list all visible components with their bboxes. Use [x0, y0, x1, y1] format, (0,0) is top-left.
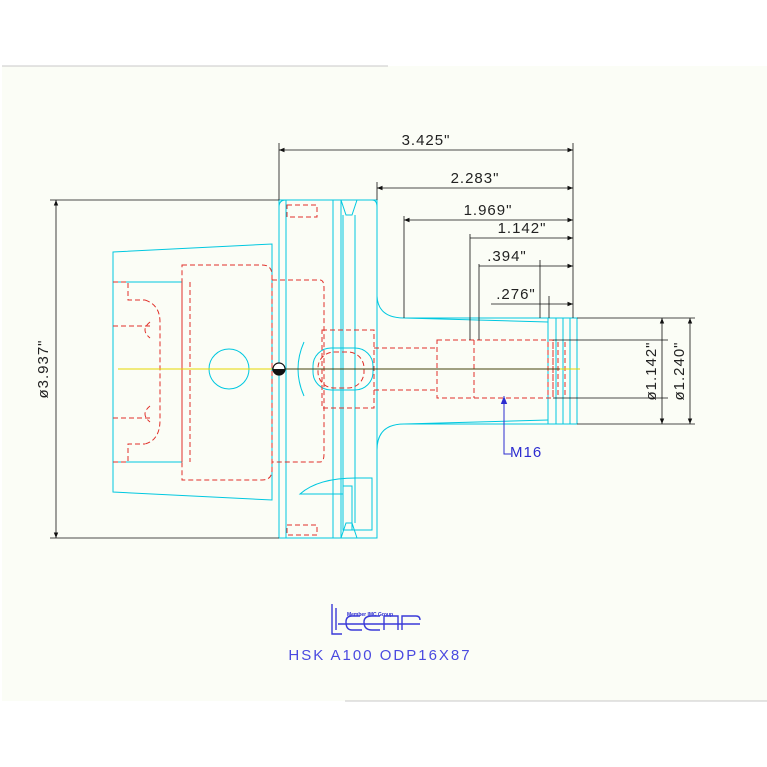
- dimension-lines: [50, 143, 695, 539]
- thread-leader: [500, 396, 511, 455]
- dim-flange-diameter: ø3.937": [35, 339, 52, 398]
- drawing-sheet: [2, 66, 767, 701]
- thread-callout: M16: [510, 444, 542, 461]
- brand-logo: Member IMC Group: [331, 604, 421, 635]
- part-number: HSK A100 ODP16X87: [288, 647, 471, 664]
- dim-body-length: 2.283": [451, 170, 500, 187]
- dim-bore-diameter: ø1.142": [643, 341, 660, 400]
- iscar-wordmark: [331, 604, 421, 635]
- dim-reduced-length: 1.969": [464, 202, 513, 219]
- dim-tip-length: .276": [496, 286, 536, 303]
- dim-nose-diameter: ø1.240": [671, 341, 688, 400]
- dim-overall-length: 3.425": [402, 132, 451, 149]
- hsk-taper-shank: [112, 243, 273, 501]
- dim-bore-length: 1.142": [498, 220, 547, 237]
- hidden-lines: [113, 204, 566, 536]
- logo-tagline: Member IMC Group: [347, 612, 393, 618]
- gauge-ball-fill: [273, 369, 285, 375]
- dim-short-length: .394": [487, 248, 527, 265]
